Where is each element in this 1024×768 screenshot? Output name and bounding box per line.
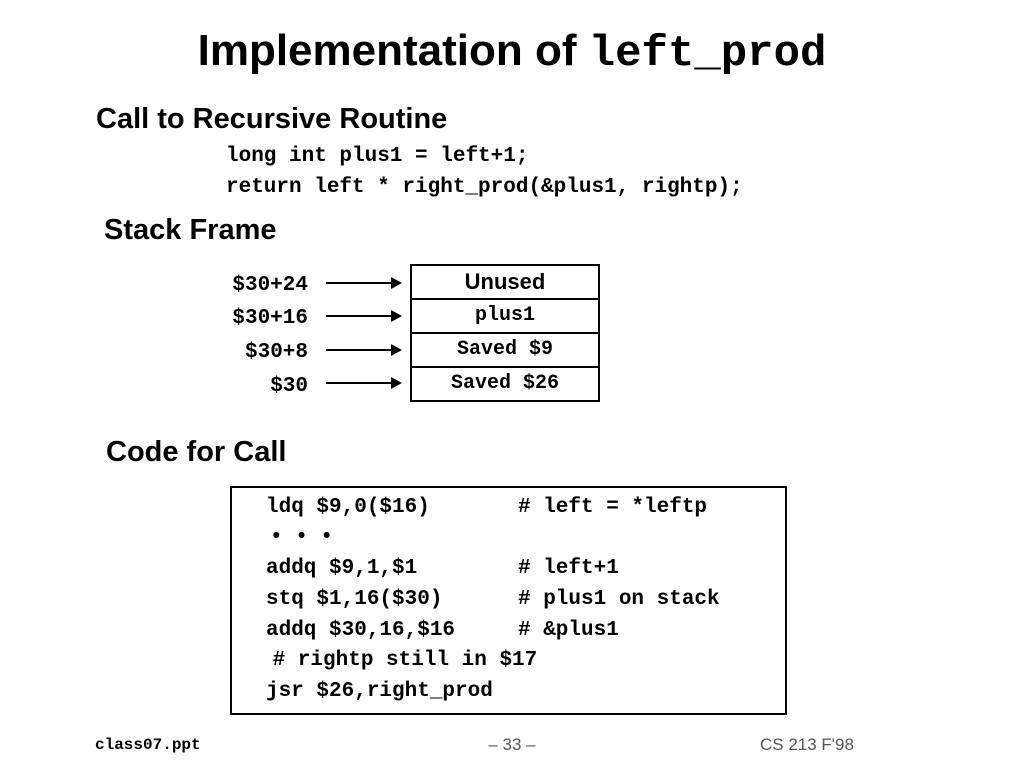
stack-cell: Saved $26 [450, 372, 560, 395]
page-number: – 33 – [488, 735, 536, 754]
stack-address: $30+16 [232, 307, 308, 330]
code-line: ldq $9,0($16) [266, 496, 430, 519]
call-code-line: long int plus1 = left+1; [226, 145, 529, 168]
ellipsis-dots: • • • [270, 526, 334, 549]
code-comment: # left = *leftp [518, 496, 708, 519]
code-heading: Code for Call [106, 436, 287, 468]
call-heading: Call to Recursive Routine [96, 103, 448, 135]
code-line: # rightp still in $17 [260, 649, 538, 672]
code-comment: # &plus1 [518, 619, 619, 642]
arrow-icon [326, 377, 402, 389]
code-line: stq $1,16($30) [266, 588, 443, 611]
code-line: addq $9,1,$1 [266, 557, 418, 580]
slide-title: Implementation of left_prod [0, 26, 1024, 79]
code-line: addq $30,16,$16 [266, 619, 456, 642]
stack-frame-diagram: Unused plus1 Saved $9 Saved $26 [410, 264, 600, 402]
title-prefix: Implementation of [197, 26, 589, 75]
title-code: left_prod [588, 29, 827, 79]
arrow-icon [326, 277, 402, 289]
arrow-icon [326, 344, 402, 356]
arrow-icon [326, 310, 402, 322]
stack-address: $30+8 [244, 341, 308, 364]
code-line: jsr $26,right_prod [266, 680, 493, 703]
stack-address: $30 [270, 375, 308, 398]
code-box: ldq $9,0($16) # left = *leftp • • • addq… [230, 486, 787, 715]
footer-course: CS 213 F'98 [760, 735, 854, 754]
code-comment: # left+1 [518, 557, 619, 580]
footer-filename: class07.ppt [95, 736, 201, 754]
stack-cell: Saved $9 [412, 334, 598, 368]
stack-heading: Stack Frame [104, 214, 277, 246]
stack-cell: Unused [412, 266, 598, 300]
stack-cell: plus1 [412, 300, 598, 334]
code-comment: # plus1 on stack [518, 588, 720, 611]
stack-address: $30+24 [232, 274, 308, 297]
call-code-line: return left * right_prod(&plus1, rightp)… [226, 176, 743, 199]
